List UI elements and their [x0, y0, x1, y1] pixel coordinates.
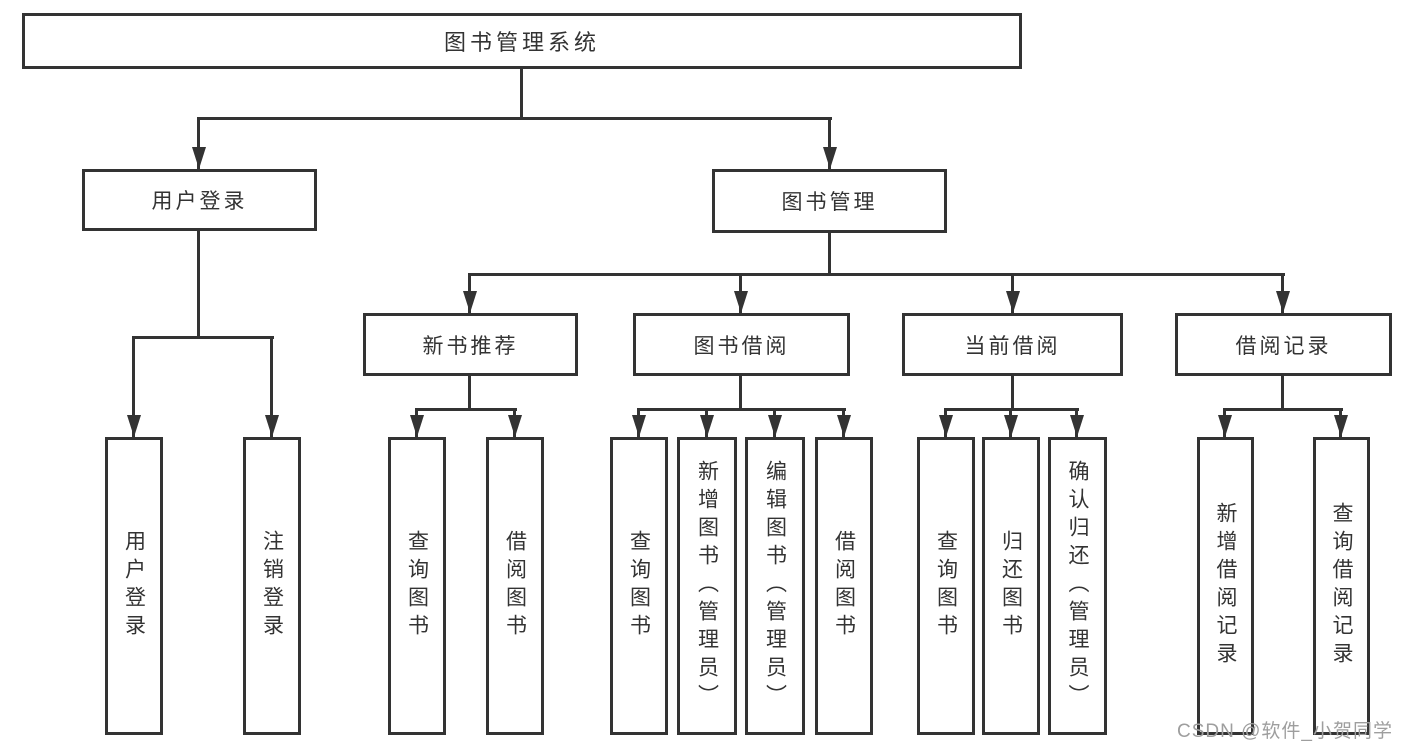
node-current-borrowing: 当前借阅 [902, 313, 1123, 376]
leaf-cb-confirm-return-admin: 确认归还（管理员） [1048, 437, 1107, 735]
leaf-rec-borrow-books: 借阅图书 [486, 437, 544, 735]
connector-book-borrow-stem [739, 376, 742, 408]
node-new-book-recommend-label: 新书推荐 [422, 334, 519, 358]
connector-new-book-rec-hline [415, 408, 517, 411]
arrowhead-cb-query [939, 415, 953, 437]
connector-book-mgmt-stem [828, 233, 831, 273]
leaf-bb-borrow-books: 借阅图书 [815, 437, 873, 735]
node-current-borrowing-label: 当前借阅 [964, 334, 1061, 358]
connector-book-mgmt-hline [468, 273, 1285, 276]
arrowhead-bb-edit [768, 415, 782, 437]
connector-to-leaf-user-login [132, 336, 135, 437]
connector-to-user-login [197, 117, 200, 169]
arrowhead-br-add [1218, 415, 1232, 437]
connector-root-stem [520, 69, 523, 117]
arrowhead-rec-borrow [508, 415, 522, 437]
leaf-br-add-record-label: 新增借阅记录 [1214, 502, 1238, 670]
connector-to-book-mgmt [828, 117, 831, 169]
arrowhead-bb-borrow [837, 415, 851, 437]
leaf-br-query-record-label: 查询借阅记录 [1330, 502, 1354, 670]
arrowhead-borrow-record [1276, 291, 1290, 313]
connector-new-book-rec-stem [468, 376, 471, 408]
arrowhead-new-book-rec [463, 291, 477, 313]
leaf-cb-return-books-label: 归还图书 [999, 530, 1023, 642]
node-new-book-recommend: 新书推荐 [363, 313, 578, 376]
node-library-system: 图书管理系统 [22, 13, 1022, 69]
leaf-bb-edit-books-admin-label: 编辑图书（管理员） [763, 460, 787, 712]
arrowhead-leaf-logout [265, 415, 279, 437]
connector-book-borrow-hline [637, 408, 846, 411]
leaf-br-add-record: 新增借阅记录 [1197, 437, 1254, 735]
leaf-bb-add-books-admin: 新增图书（管理员） [677, 437, 737, 735]
node-library-system-label: 图书管理系统 [443, 30, 600, 55]
connector-user-login-hline [132, 336, 274, 339]
leaf-cb-confirm-return-admin-label: 确认归还（管理员） [1066, 460, 1090, 712]
leaf-user-login: 用户登录 [105, 437, 163, 735]
node-user-login-group-label: 用户登录 [151, 190, 248, 213]
arrowhead-bb-add [700, 415, 714, 437]
connector-to-leaf-logout [270, 336, 273, 437]
arrowhead-rec-query [410, 415, 424, 437]
leaf-user-login-label: 用户登录 [122, 530, 146, 642]
connector-user-login-stem [197, 231, 200, 336]
node-user-login-group: 用户登录 [82, 169, 317, 231]
arrowhead-br-query [1334, 415, 1348, 437]
arrowhead-cb-confirm [1070, 415, 1084, 437]
leaf-cb-query-books-label: 查询图书 [934, 530, 958, 642]
arrowhead-book-mgmt [823, 147, 837, 169]
node-book-management: 图书管理 [712, 169, 947, 233]
arrowhead-bb-query [632, 415, 646, 437]
leaf-cb-return-books: 归还图书 [982, 437, 1040, 735]
leaf-logout: 注销登录 [243, 437, 301, 735]
arrowhead-cb-return [1004, 415, 1018, 437]
leaf-cb-query-books: 查询图书 [917, 437, 975, 735]
node-book-borrowing: 图书借阅 [633, 313, 850, 376]
connector-borrow-record-stem [1281, 376, 1284, 408]
leaf-rec-query-books: 查询图书 [388, 437, 446, 735]
leaf-bb-edit-books-admin: 编辑图书（管理员） [745, 437, 805, 735]
leaf-bb-add-books-admin-label: 新增图书（管理员） [695, 460, 719, 712]
leaf-bb-query-books-label: 查询图书 [627, 530, 651, 642]
connector-root-hline [198, 117, 832, 120]
leaf-logout-label: 注销登录 [260, 530, 284, 642]
arrowhead-user-login [192, 147, 206, 169]
node-borrowing-records-label: 借阅记录 [1235, 334, 1332, 358]
leaf-bb-borrow-books-label: 借阅图书 [832, 530, 856, 642]
arrowhead-current-borrow [1006, 291, 1020, 313]
leaf-rec-borrow-books-label: 借阅图书 [503, 530, 527, 642]
leaf-br-query-record: 查询借阅记录 [1313, 437, 1370, 735]
connector-borrow-record-hline [1223, 408, 1343, 411]
watermark: CSDN @软件_小贺同学 [1177, 721, 1393, 742]
node-book-borrowing-label: 图书借阅 [693, 334, 790, 358]
arrowhead-book-borrow [734, 291, 748, 313]
node-book-management-label: 图书管理 [781, 191, 878, 214]
node-borrowing-records: 借阅记录 [1175, 313, 1392, 376]
leaf-bb-query-books: 查询图书 [610, 437, 668, 735]
connector-current-borrow-stem [1011, 376, 1014, 408]
arrowhead-leaf-user-login [127, 415, 141, 437]
leaf-rec-query-books-label: 查询图书 [405, 530, 429, 642]
